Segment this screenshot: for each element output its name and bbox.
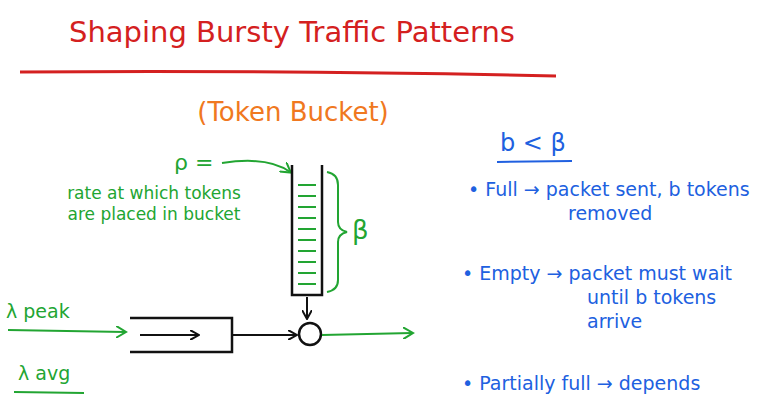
rule-empty: • Empty → packet must wait until b token… xyxy=(462,262,772,333)
title: Shaping Bursty Traffic Patterns xyxy=(12,14,572,50)
bucket xyxy=(292,165,322,295)
packet-queue xyxy=(130,318,232,352)
token-arrow xyxy=(306,297,308,318)
rate-description: rate at which tokens are placed in bucke… xyxy=(66,183,242,226)
server-circle xyxy=(299,323,321,345)
queue-to-server-arrow xyxy=(233,334,296,336)
rule-partial: • Partially full → depends xyxy=(462,372,772,396)
subtitle: (Token Bucket) xyxy=(175,96,411,129)
condition-underline xyxy=(497,161,572,162)
rule-full: • Full → packet sent, b tokens removed xyxy=(468,178,768,226)
capacity-brace xyxy=(327,172,347,292)
queue-arrow xyxy=(140,334,198,336)
capacity-symbol: β xyxy=(352,214,369,247)
rate-symbol: ρ = xyxy=(174,149,213,177)
rate-arrow xyxy=(222,161,290,172)
peak-rate-label: λ peak xyxy=(6,300,70,324)
input-arrow xyxy=(8,330,125,332)
tokens xyxy=(298,185,316,284)
condition: b < β xyxy=(500,128,566,158)
output-arrow xyxy=(322,333,412,335)
title-underline xyxy=(20,72,556,77)
average-rate-label: λ avg xyxy=(18,362,70,386)
avg-underline xyxy=(14,392,84,393)
